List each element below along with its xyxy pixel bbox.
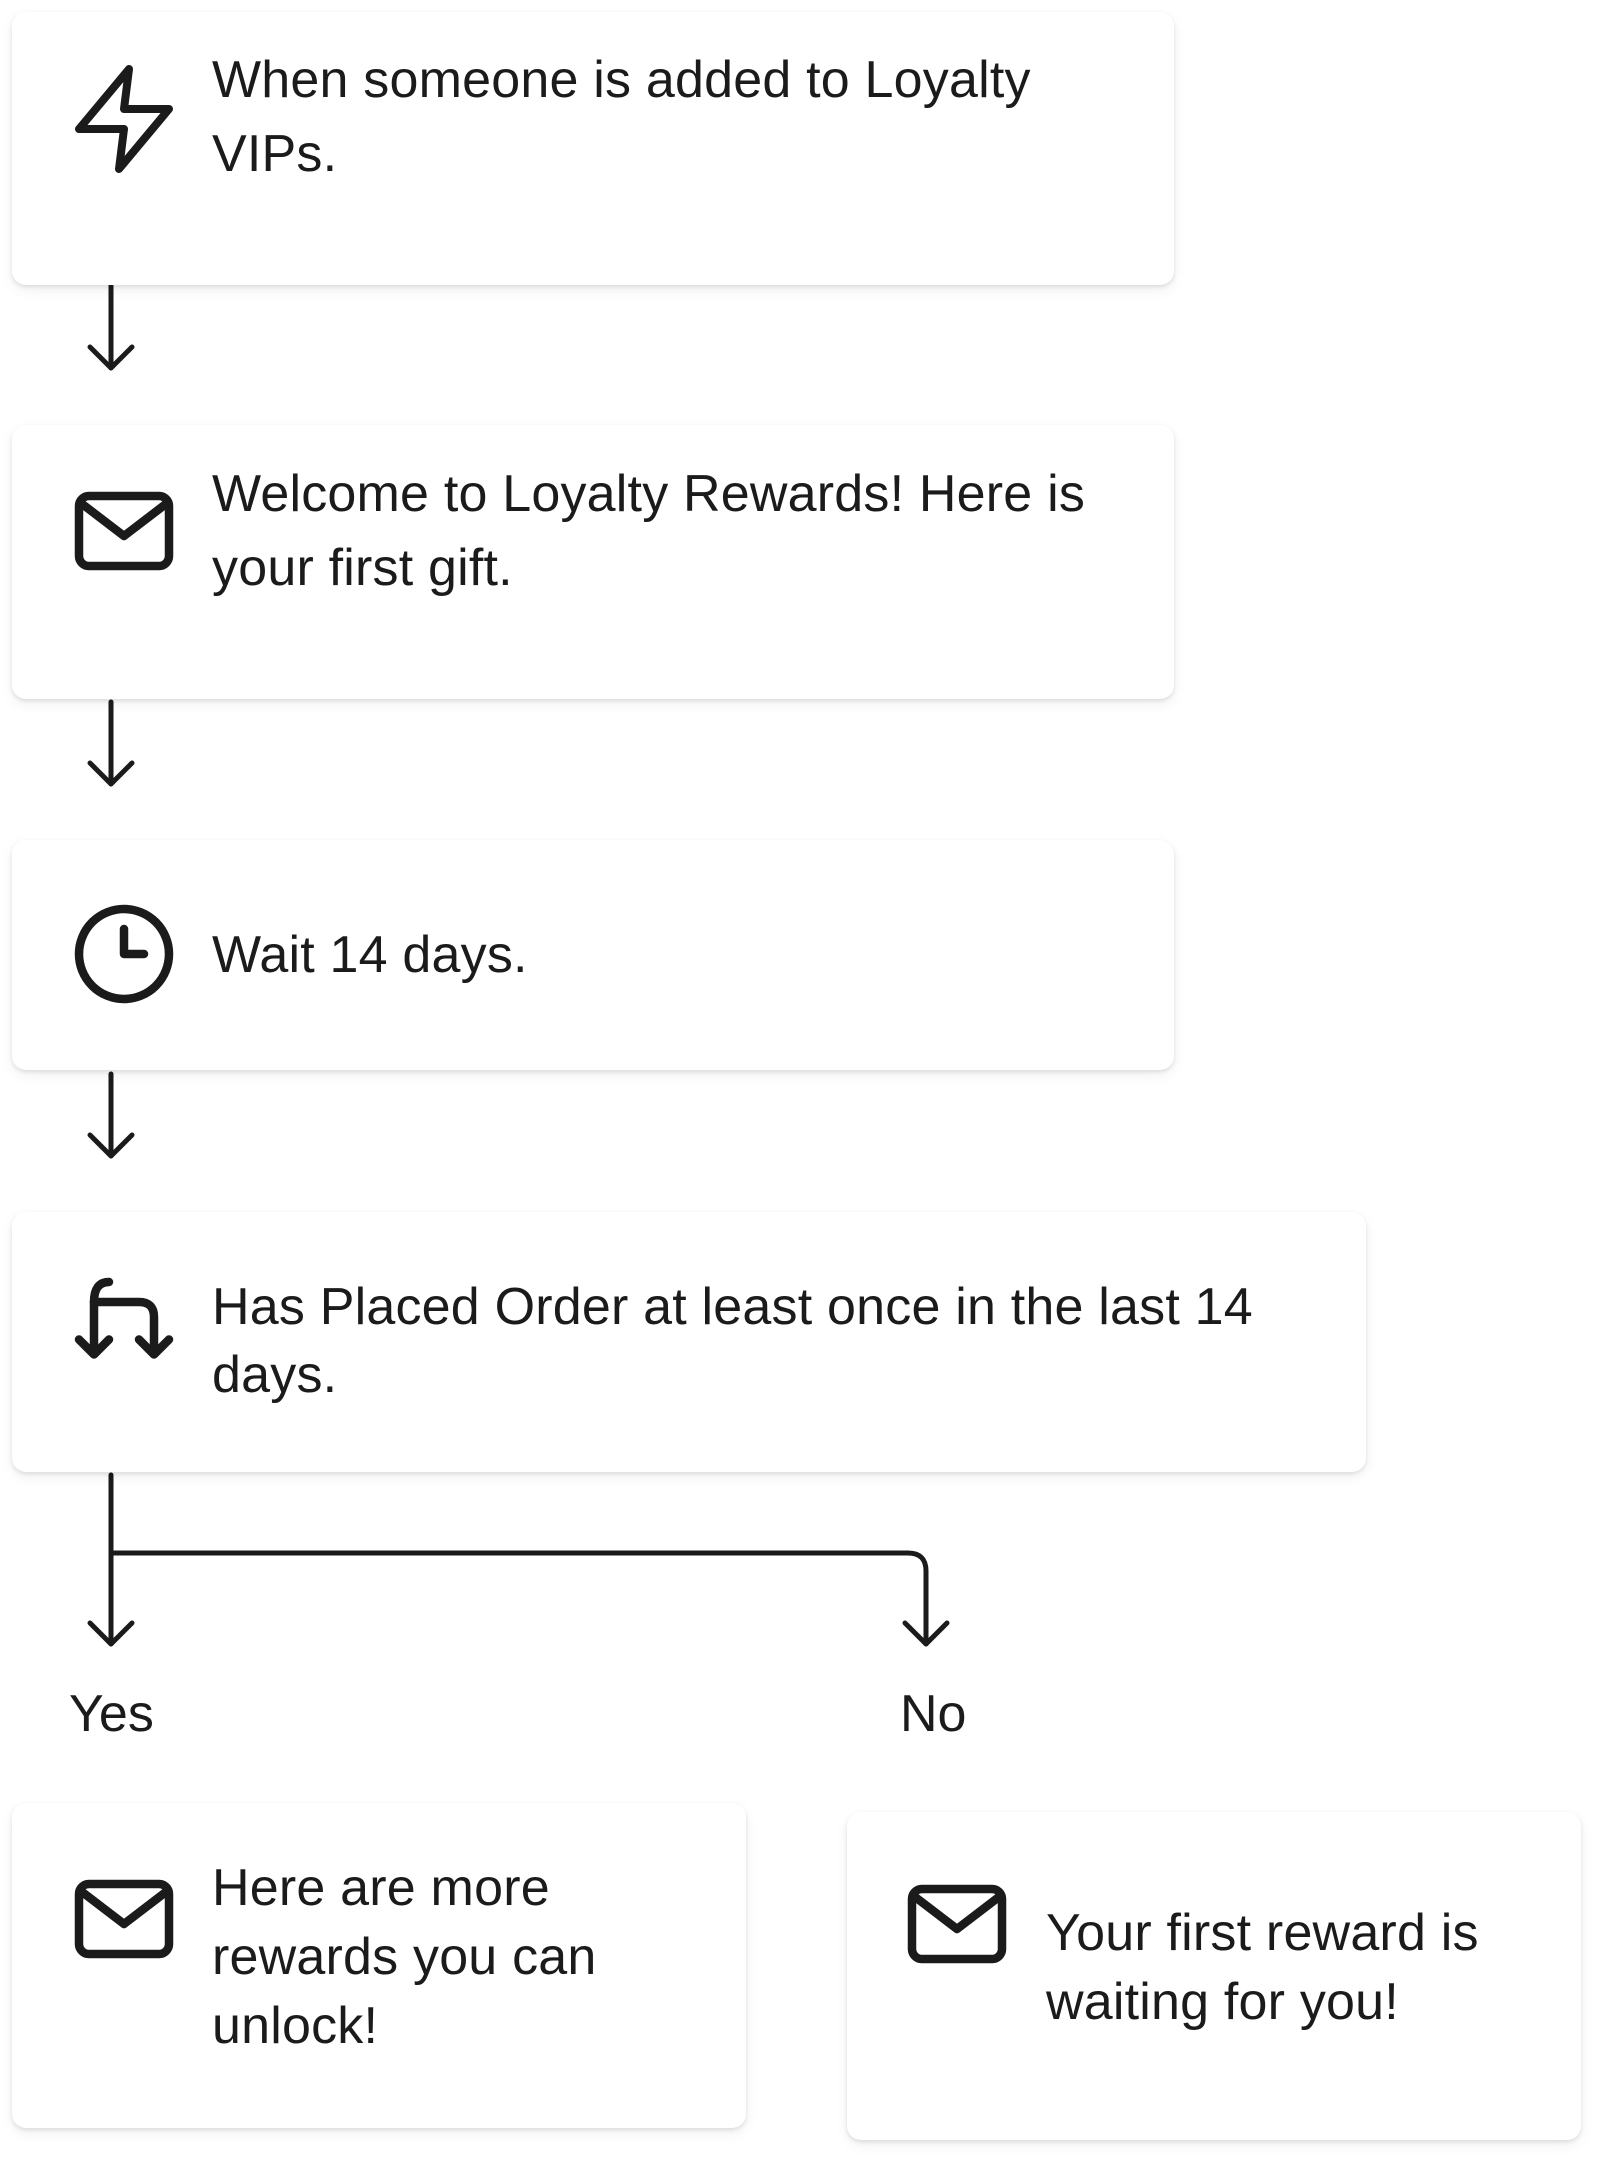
envelope-icon (897, 1864, 1017, 1984)
conditional-split-card[interactable]: Has Placed Order at least once in the la… (12, 1212, 1366, 1472)
trigger-text: When someone is added to Loyalty VIPs. (212, 51, 1031, 183)
welcome-email-card[interactable]: Welcome to Loyalty Rewards! Here is your… (12, 425, 1174, 699)
no-branch-email-text: Your first reward is waiting for you! (1046, 1904, 1479, 2031)
delay-card[interactable]: Wait 14 days. (12, 840, 1174, 1070)
connector-arrow-split-to-yes (87, 1472, 135, 1647)
conditional-split-icon (64, 1262, 184, 1382)
envelope-icon (64, 1859, 184, 1979)
welcome-email-text: Welcome to Loyalty Rewards! Here is your… (212, 465, 1086, 597)
branch-label-no: No (900, 1685, 967, 1743)
envelope-icon (64, 471, 184, 591)
connector-arrow-welcome-to-wait (87, 699, 135, 787)
no-branch-email-card[interactable]: Your first reward is waiting for you! (847, 1812, 1581, 2140)
delay-text: Wait 14 days. (212, 926, 528, 984)
connector-arrow-trigger-to-welcome (87, 283, 135, 371)
yes-branch-email-text: Here are more rewards you can unlock! (212, 1859, 597, 2055)
branch-label-yes: Yes (69, 1685, 154, 1743)
connector-arrow-split-to-no (108, 1550, 950, 1647)
trigger-card[interactable]: When someone is added to Loyalty VIPs. (12, 12, 1174, 285)
connector-arrow-wait-to-split (87, 1071, 135, 1159)
yes-branch-email-card[interactable]: Here are more rewards you can unlock! (12, 1803, 746, 2128)
conditional-split-text: Has Placed Order at least once in the la… (212, 1278, 1253, 1404)
clock-icon (64, 894, 184, 1014)
lightning-bolt-icon (64, 59, 184, 179)
